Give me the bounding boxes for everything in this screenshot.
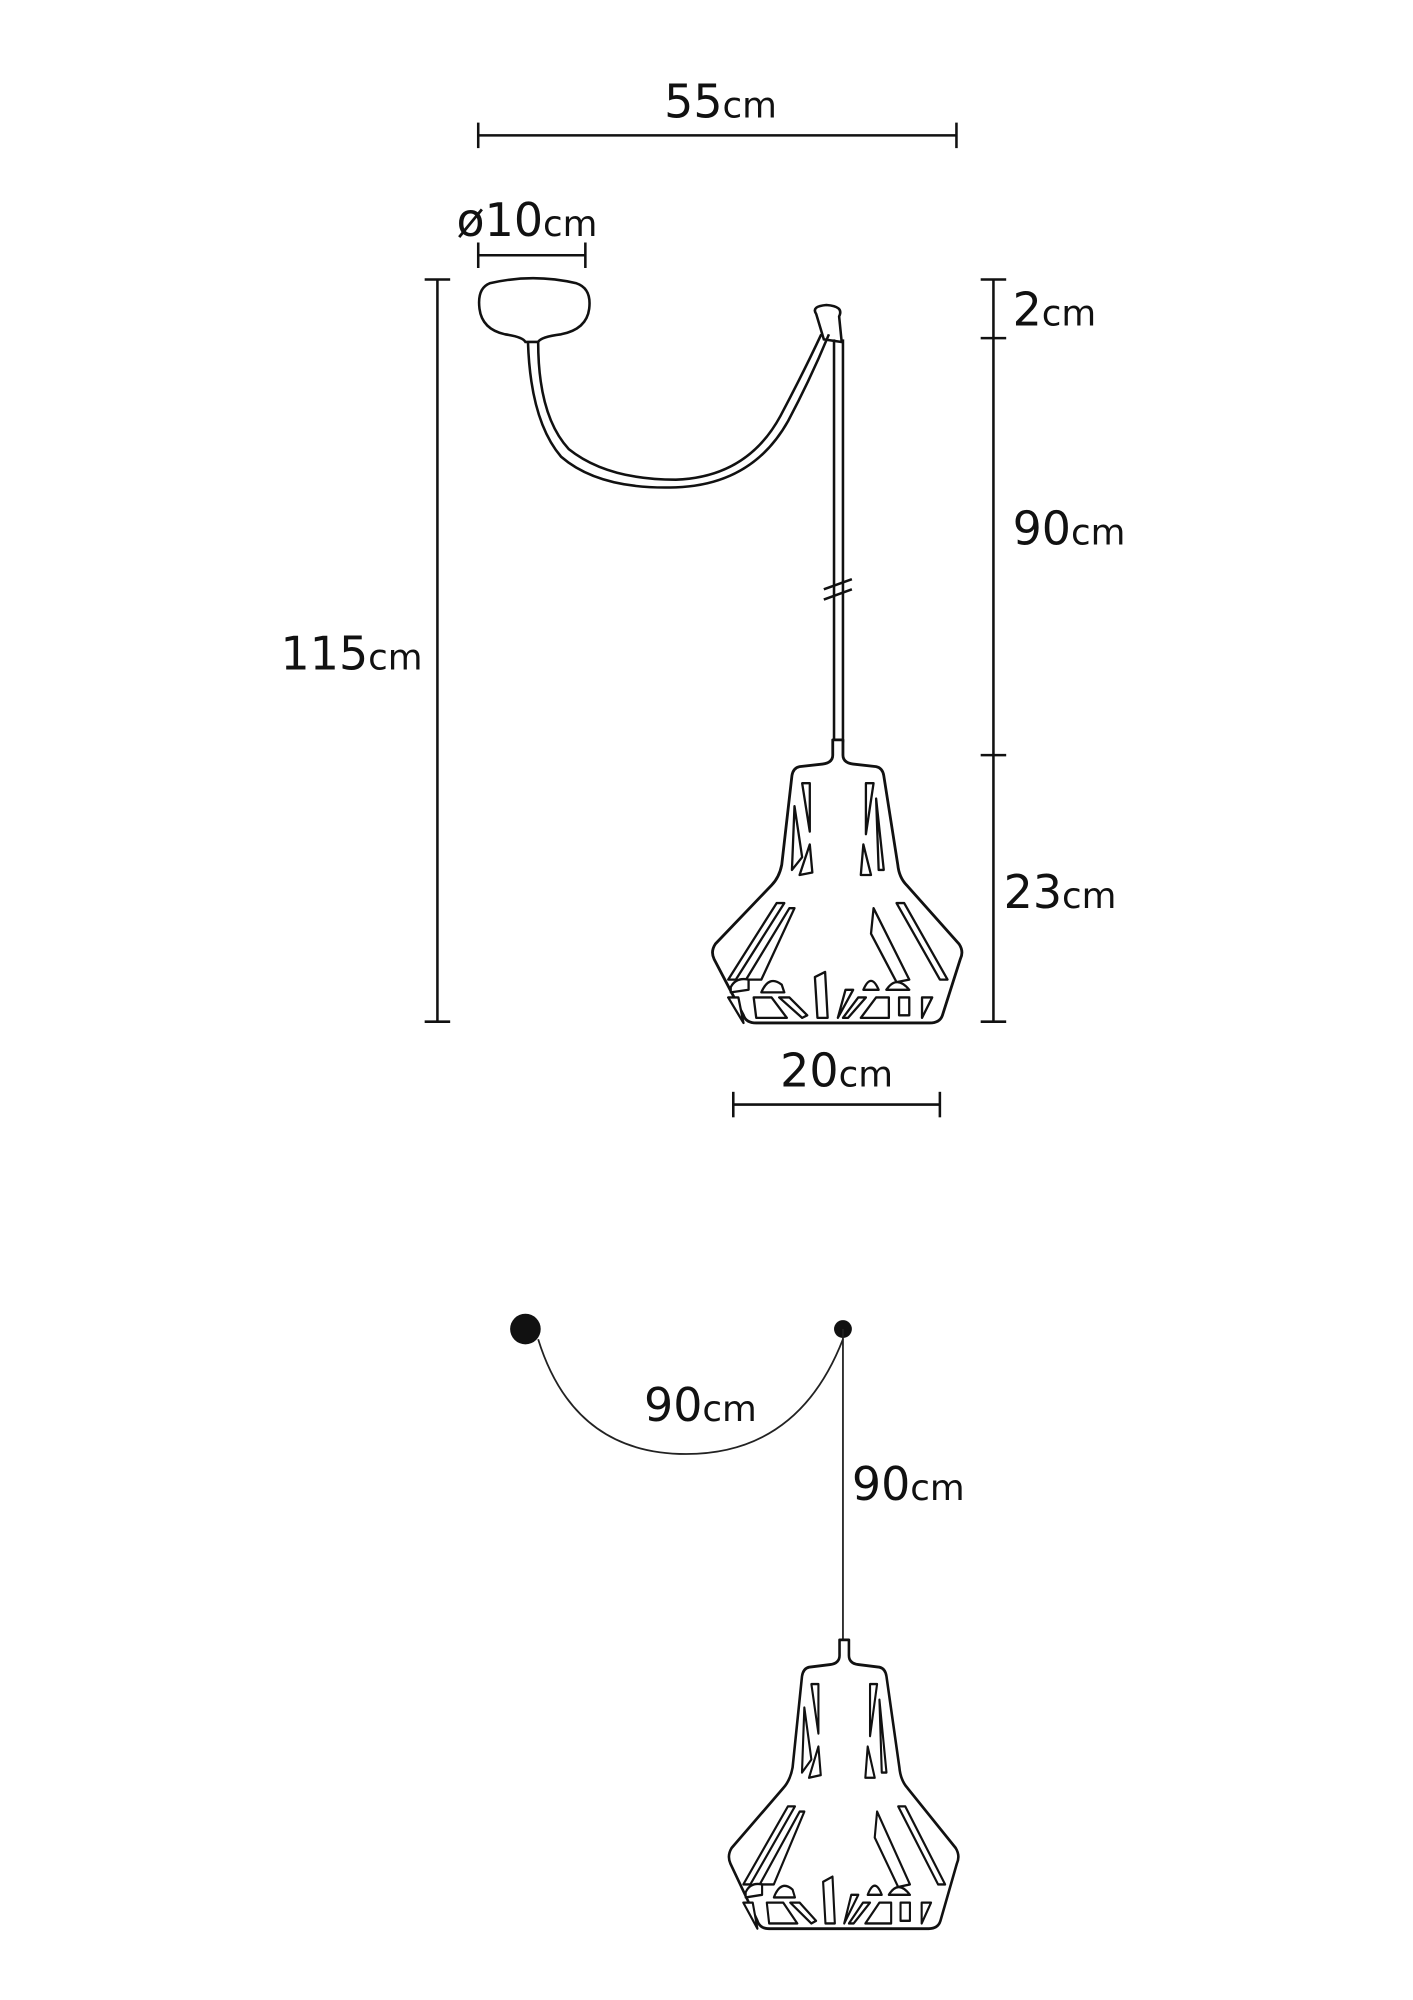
arc-length-label: 90cm <box>644 1378 757 1432</box>
cable-arc <box>526 333 831 489</box>
cable-arc <box>537 1338 844 1455</box>
lamp-side-view <box>477 276 964 1025</box>
total-height-label: 115cm <box>281 627 423 681</box>
shade-height-label: 23cm <box>1004 865 1117 919</box>
cable-hook <box>813 303 844 344</box>
shade-width-label: 20cm <box>780 1044 893 1098</box>
width-label: 55cm <box>664 75 777 129</box>
lamp-shade <box>711 738 964 1025</box>
width-dimension: 55cm <box>476 75 958 149</box>
cable-length-diagram: 90cm 90cm <box>510 1313 965 1931</box>
drop-length-label: 90cm <box>852 1457 965 1511</box>
canopy-diameter-label: ø10cm <box>457 193 598 247</box>
cable-drop-label: 90cm <box>1013 502 1126 556</box>
canopy-diameter-dimension: ø10cm <box>457 193 598 268</box>
total-height-dimension: 115cm <box>281 278 451 1023</box>
right-height-dimensions: 2cm 90cm 23cm <box>980 278 1126 1023</box>
ceiling-canopy <box>477 276 591 344</box>
canopy-height-label: 2cm <box>1013 282 1097 336</box>
shade-width-dimension: 20cm <box>732 1044 942 1118</box>
canopy-dot <box>510 1313 541 1345</box>
lamp-shade <box>727 1638 960 1931</box>
